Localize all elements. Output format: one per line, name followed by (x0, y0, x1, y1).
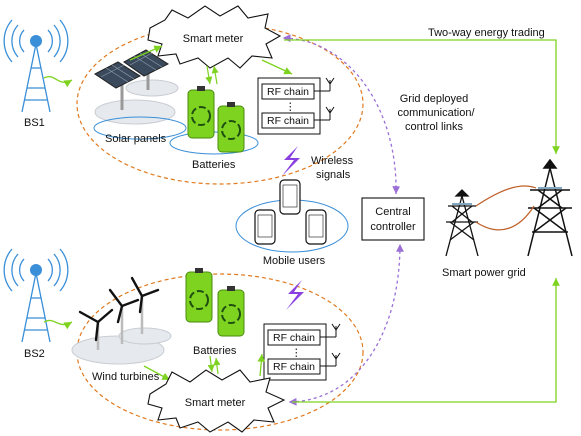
bs2-label: BS2 (24, 348, 45, 360)
solar-panels-label: Solar panels (105, 133, 167, 145)
battery-icon-bottom-1 (185, 268, 213, 323)
batteries-meter-link-bottom-2 (213, 357, 221, 375)
wind-to-meter-arrow (143, 365, 171, 381)
batteries-bottom-label: Batteries (193, 345, 237, 357)
rf-chain-bottom-dots: ⋮ (291, 347, 302, 359)
battery-icon-top-1 (187, 86, 215, 139)
bs2-antenna-icon (3, 248, 69, 343)
mobile-phone-icon-3 (305, 209, 327, 245)
rf-chain-top-dots: ⋮ (285, 101, 296, 113)
energy-trading-link-bottom (292, 278, 560, 403)
grid-links-label-2: communication/ (397, 107, 475, 119)
control-link-bottom (288, 243, 404, 406)
batteries-meter-link-top-2 (211, 65, 219, 85)
energy-trading-link-top (284, 39, 560, 154)
rf-chain-top-2-label: RF chain (267, 115, 309, 127)
wind-turbines-icon (71, 276, 172, 365)
smart-meter-top-icon (147, 5, 282, 69)
solar-panels-platform (93, 116, 187, 140)
rf-antenna-bottom-icon (320, 323, 341, 367)
bs2-antenna-head (30, 264, 42, 276)
mobile-phone-icon-1 (279, 179, 301, 215)
meter-to-rf-bottom-arrow (257, 353, 266, 377)
rf-chain-bottom-2-label: RF chain (273, 361, 315, 373)
bs1-label: BS1 (24, 117, 45, 129)
two-way-trading-label: Two-way energy trading (428, 27, 545, 39)
battery-icon-top-2 (217, 102, 245, 153)
grid-links-label-3: control links (405, 121, 464, 133)
battery-icon-bottom-2 (217, 286, 245, 337)
batteries-meter-link-top (205, 65, 213, 85)
bs1-antenna-icon (3, 19, 69, 113)
power-line-1 (475, 185, 537, 207)
wireless-signal-bottom-icon (286, 280, 304, 310)
batteries-meter-link-bottom (207, 355, 215, 373)
power-tower-large-icon (527, 158, 573, 257)
central-controller-label-1: Central (375, 206, 410, 218)
rf-chain-bottom-1-label: RF chain (273, 332, 315, 344)
central-controller-label-2: controller (370, 221, 416, 233)
power-line-2 (475, 205, 535, 231)
smart-meter-bottom-icon (147, 369, 286, 433)
central-controller-box (361, 197, 425, 241)
bs1-to-cluster-arrow (43, 76, 73, 88)
wireless-signals-label-1: Wireless (311, 155, 354, 167)
power-tower-small-icon (445, 189, 479, 257)
rf-chain-top-1-label: RF chain (267, 86, 309, 98)
mobile-phone-icon-2 (254, 209, 276, 245)
control-link-top (282, 34, 401, 195)
solar-to-meter-arrow (129, 45, 163, 61)
wind-turbines-label: Wind turbines (92, 371, 160, 383)
solar-panels-icon (94, 49, 179, 125)
grid-links-label-1: Grid deployed (400, 93, 469, 105)
mobile-users-label: Mobile users (263, 255, 326, 267)
smart-meter-bottom-label: Smart meter (185, 397, 246, 409)
bs1-antenna-head (30, 35, 42, 47)
bs2-to-cluster-arrow (43, 319, 73, 330)
wireless-signals-label-2: signals (316, 169, 351, 181)
meter-to-rf-top-arrow (261, 59, 293, 75)
rf-chain-bottom-box (263, 323, 327, 381)
batteries-top-label: Batteries (192, 159, 236, 171)
smart-meter-top-label: Smart meter (183, 33, 244, 45)
smart-power-grid-label: Smart power grid (442, 267, 526, 279)
